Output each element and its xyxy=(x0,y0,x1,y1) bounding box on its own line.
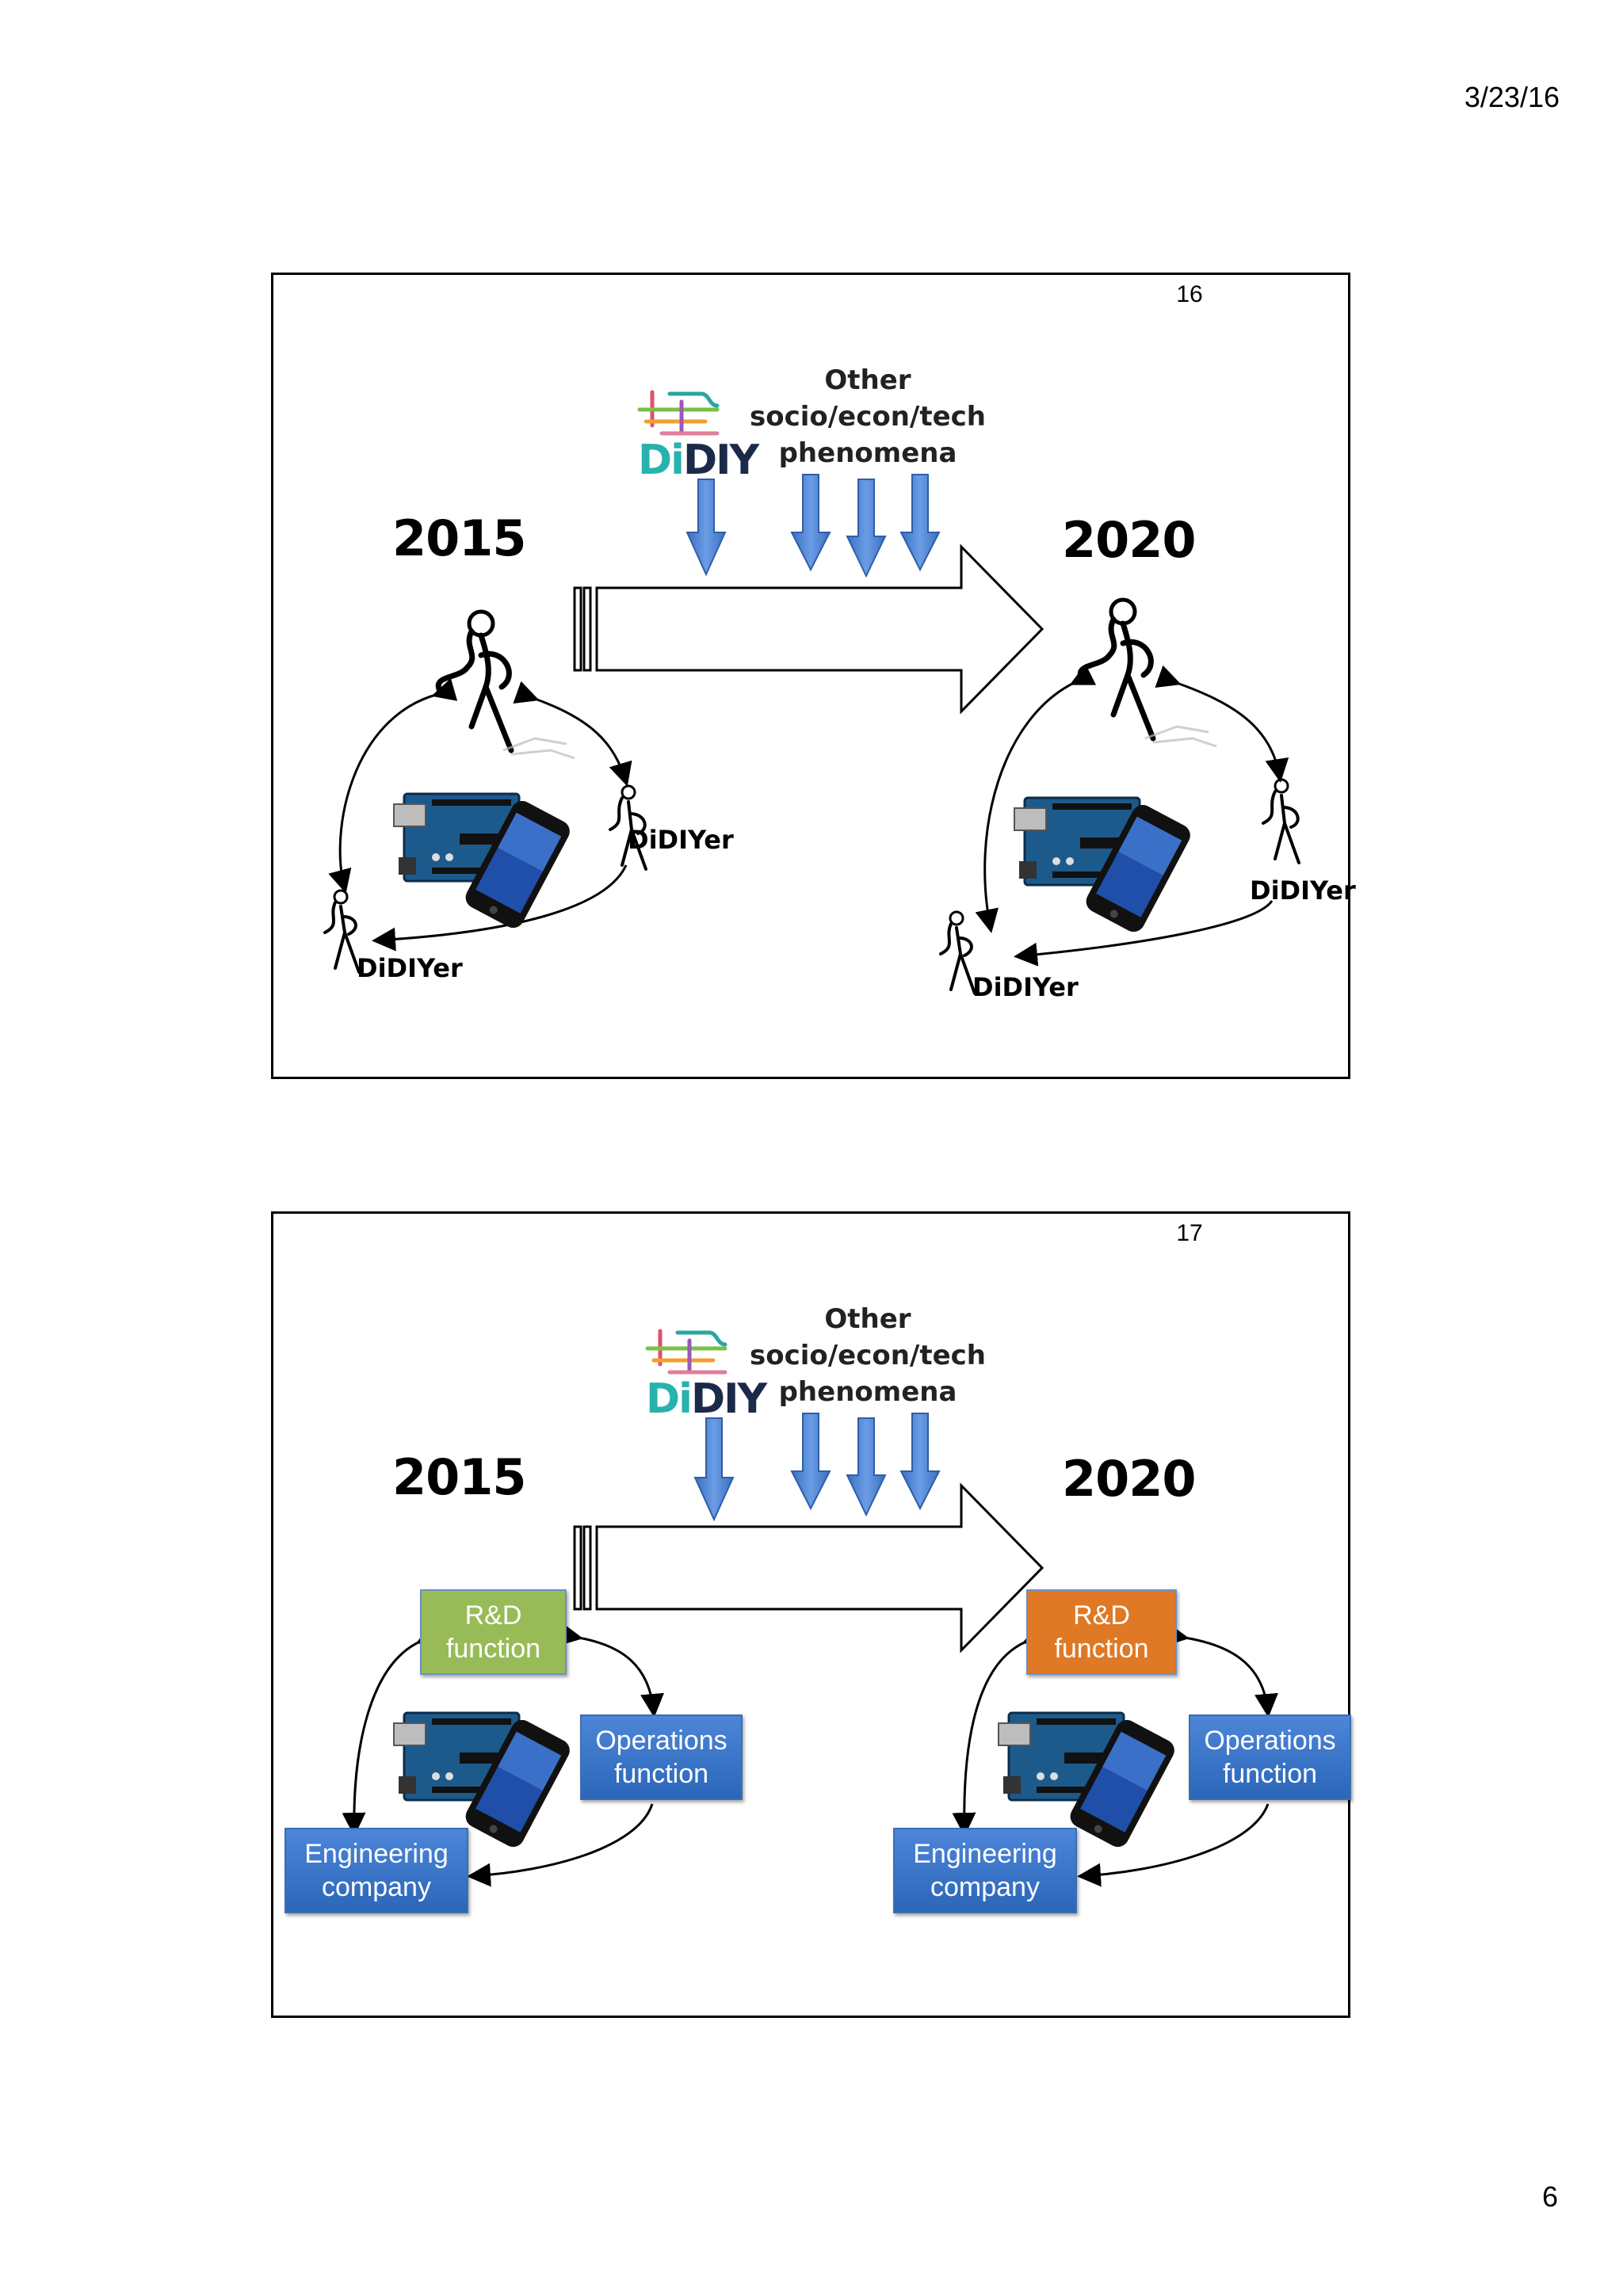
transition-arrow-icon xyxy=(573,1482,1044,1653)
engineering-company-box-2015: Engineering company xyxy=(285,1828,468,1913)
didiy-logo-di: Di xyxy=(638,437,685,484)
arduino-board-icon xyxy=(393,1711,521,1802)
didiy-logo: DiDIY xyxy=(638,386,759,489)
didiy-logo-di: Di xyxy=(646,1375,693,1423)
smartphone-icon xyxy=(465,800,570,929)
operations-function-label: Operations function xyxy=(595,1726,727,1789)
stick-figure-icon xyxy=(323,784,647,974)
didiy-logo: DiDIY xyxy=(646,1325,767,1428)
slide-16-diagram xyxy=(323,390,1300,995)
slide-number: 16 xyxy=(1176,281,1203,307)
transition-arrow-icon xyxy=(573,543,1044,715)
stick-figure-icon xyxy=(435,609,514,753)
stick-figure-icon xyxy=(939,778,1300,995)
smartphone-icon xyxy=(1070,1719,1174,1848)
didiy-logo-iy: DIY xyxy=(691,1375,767,1423)
didiy-logo-icon xyxy=(637,390,720,436)
smartphone-icon xyxy=(1086,804,1190,933)
didiy-logo-icon xyxy=(645,1329,727,1375)
slide-17-diagram xyxy=(342,1329,1278,1887)
engineering-company-box-2020: Engineering company xyxy=(893,1828,1077,1913)
operations-function-box-2015: Operations function xyxy=(580,1714,743,1800)
rnd-function-label: R&D function xyxy=(1054,1600,1149,1664)
down-arrow-icon xyxy=(693,1413,941,1522)
smartphone-icon xyxy=(465,1719,570,1848)
didiyer-label: DiDIYer xyxy=(1250,875,1356,906)
rnd-function-label: R&D function xyxy=(445,1600,541,1664)
didiyer-label: DiDIYer xyxy=(357,953,463,983)
year-to: 2020 xyxy=(1062,1450,1197,1508)
rnd-function-box-2020: R&D function xyxy=(1026,1589,1177,1675)
page-date: 3/23/16 xyxy=(1464,81,1560,113)
operations-function-label: Operations function xyxy=(1204,1726,1336,1789)
engineering-company-label: Engineering company xyxy=(913,1839,1057,1902)
year-from: 2015 xyxy=(392,1448,527,1506)
stick-figure-icon xyxy=(1077,597,1156,742)
rnd-function-box-2015: R&D function xyxy=(420,1589,567,1675)
page-number: 6 xyxy=(1541,2180,1558,2213)
didiyer-label: DiDIYer xyxy=(972,972,1079,1002)
slide-number: 17 xyxy=(1176,1220,1203,1246)
didiy-logo-iy: DIY xyxy=(683,437,759,484)
didiyer-label: DiDIYer xyxy=(628,825,734,855)
other-phenomena-label: Other socio/econ/tech phenomena xyxy=(749,1303,987,1408)
year-from: 2015 xyxy=(392,509,527,567)
engineering-company-label: Engineering company xyxy=(304,1839,449,1902)
down-arrow-icon xyxy=(685,474,941,578)
operations-function-box-2020: Operations function xyxy=(1189,1714,1351,1800)
year-to: 2020 xyxy=(1062,511,1197,569)
slide-17: 17 2015 2020 Other socio/econ/tech pheno… xyxy=(271,1211,1351,2018)
slide-16: 16 2015 2020 Other socio/econ/tech pheno… xyxy=(271,273,1356,1079)
other-phenomena-label: Other socio/econ/tech phenomena xyxy=(749,364,987,469)
